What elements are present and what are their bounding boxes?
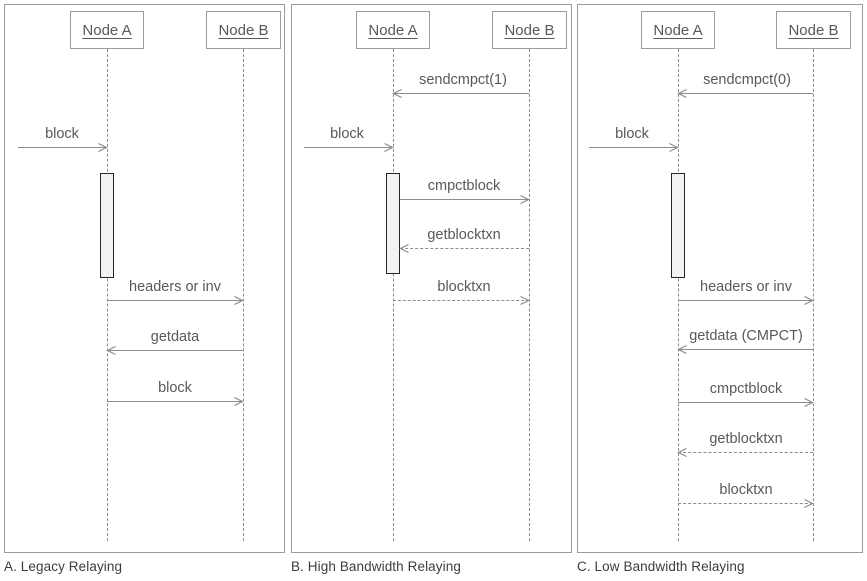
message-label-5: cmpctblock bbox=[709, 381, 783, 397]
arrowhead-1 bbox=[98, 142, 108, 152]
participant-label-node-b: Node B bbox=[504, 21, 555, 39]
participant-box-node-b: Node B bbox=[776, 11, 851, 49]
arrowhead-7 bbox=[804, 498, 814, 508]
participant-box-node-a: Node A bbox=[356, 11, 430, 49]
participant-label-node-a: Node A bbox=[653, 21, 703, 39]
participant-box-node-b: Node B bbox=[492, 11, 567, 49]
message-arrow-6 bbox=[678, 452, 813, 453]
message-label-3: getdata bbox=[150, 329, 200, 345]
message-label-2: block bbox=[615, 126, 649, 142]
panel-b-frame bbox=[291, 4, 572, 553]
participant-box-node-b: Node B bbox=[206, 11, 281, 49]
arrowhead-1 bbox=[392, 88, 402, 98]
message-arrow-2 bbox=[589, 147, 678, 148]
message-arrow-3 bbox=[107, 350, 243, 351]
message-arrow-4 bbox=[400, 248, 529, 249]
participant-label-node-b: Node B bbox=[218, 21, 269, 39]
arrowhead-5 bbox=[520, 295, 530, 305]
panel-caption-3: C. Low Bandwidth Relaying bbox=[577, 559, 745, 574]
participant-label-node-b: Node B bbox=[788, 21, 839, 39]
message-arrow-1 bbox=[393, 93, 529, 94]
arrowhead-3 bbox=[804, 295, 814, 305]
lifeline-node-b bbox=[529, 49, 530, 541]
message-arrow-1 bbox=[18, 147, 107, 148]
message-label-1: sendcmpct(1) bbox=[419, 72, 507, 88]
message-label-4: getdata (CMPCT) bbox=[689, 328, 803, 344]
arrowhead-4 bbox=[677, 344, 687, 354]
message-label-1: sendcmpct(0) bbox=[703, 72, 791, 88]
message-label-4: block bbox=[158, 380, 192, 396]
message-arrow-2 bbox=[304, 147, 393, 148]
lifeline-node-a bbox=[107, 49, 108, 541]
message-arrow-3 bbox=[678, 300, 813, 301]
message-label-3: cmpctblock bbox=[427, 178, 501, 194]
message-label-3: headers or inv bbox=[700, 279, 792, 295]
message-arrow-4 bbox=[107, 401, 243, 402]
participant-box-node-a: Node A bbox=[641, 11, 715, 49]
arrowhead-3 bbox=[106, 345, 116, 355]
panel-caption-1: A. Legacy Relaying bbox=[4, 559, 123, 574]
activation-bar bbox=[386, 173, 400, 274]
lifeline-node-b bbox=[243, 49, 244, 541]
participant-label-node-a: Node A bbox=[368, 21, 418, 39]
message-arrow-3 bbox=[400, 199, 529, 200]
arrowhead-4 bbox=[234, 396, 244, 406]
message-arrow-5 bbox=[678, 402, 813, 403]
arrowhead-4 bbox=[399, 243, 409, 253]
message-label-1: block bbox=[45, 126, 79, 142]
message-label-7: blocktxn bbox=[719, 482, 773, 498]
panel-c-frame bbox=[577, 4, 863, 553]
lifeline-node-b bbox=[813, 49, 814, 541]
activation-bar bbox=[671, 173, 685, 278]
panel-caption-2: B. High Bandwidth Relaying bbox=[291, 559, 461, 574]
participant-label-node-a: Node A bbox=[82, 21, 132, 39]
message-arrow-2 bbox=[107, 300, 243, 301]
message-arrow-7 bbox=[678, 503, 813, 504]
message-arrow-4 bbox=[678, 349, 813, 350]
message-arrow-5 bbox=[393, 300, 529, 301]
message-arrow-1 bbox=[678, 93, 813, 94]
arrowhead-1 bbox=[677, 88, 687, 98]
arrowhead-2 bbox=[234, 295, 244, 305]
message-label-5: blocktxn bbox=[437, 279, 491, 295]
arrowhead-2 bbox=[384, 142, 394, 152]
arrowhead-6 bbox=[677, 447, 687, 457]
message-label-2: block bbox=[330, 126, 364, 142]
panel-a-frame bbox=[4, 4, 285, 553]
arrowhead-3 bbox=[520, 194, 530, 204]
message-label-2: headers or inv bbox=[129, 279, 221, 295]
activation-bar bbox=[100, 173, 114, 278]
arrowhead-5 bbox=[804, 397, 814, 407]
message-label-6: getblocktxn bbox=[709, 431, 783, 447]
message-label-4: getblocktxn bbox=[427, 227, 501, 243]
lifeline-node-a bbox=[678, 49, 679, 541]
participant-box-node-a: Node A bbox=[70, 11, 144, 49]
arrowhead-2 bbox=[669, 142, 679, 152]
lifeline-node-a bbox=[393, 49, 394, 541]
